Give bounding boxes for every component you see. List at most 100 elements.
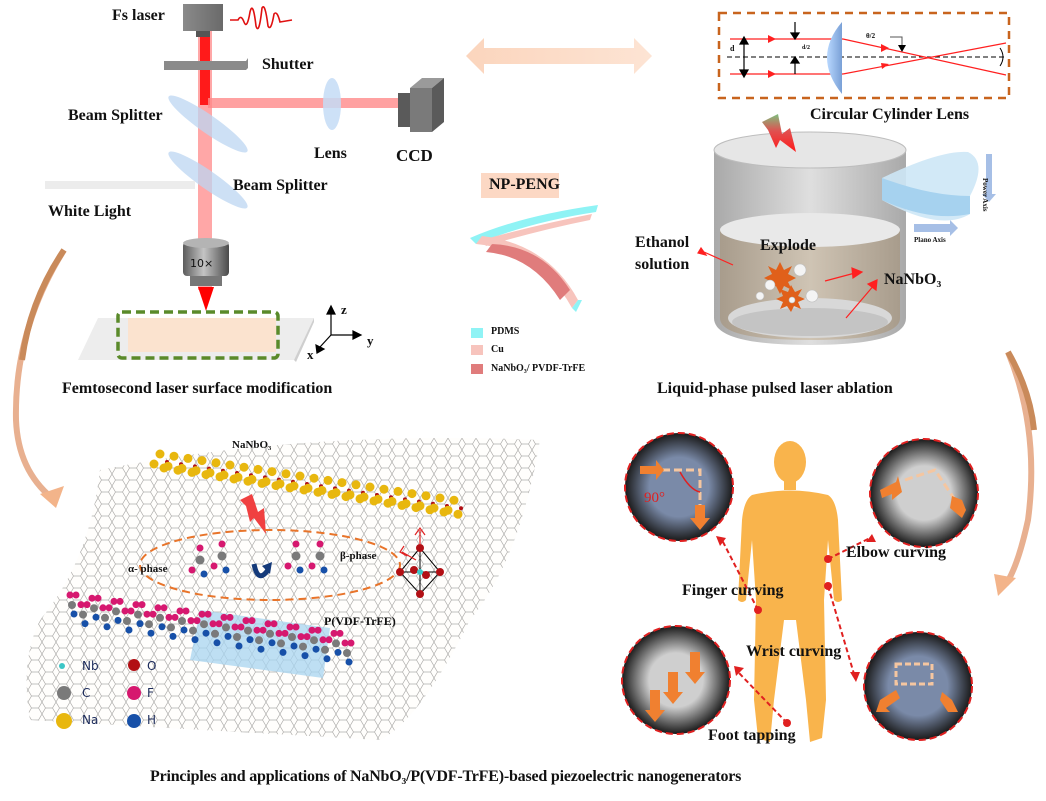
- f-atom: [220, 613, 228, 621]
- f-atom: [83, 601, 91, 609]
- laser-bolt: [762, 114, 796, 152]
- c-atom: [222, 623, 230, 632]
- na-atom: [317, 485, 327, 495]
- h-atom: [345, 658, 353, 666]
- c-atom: [299, 642, 307, 651]
- c-atom: [145, 620, 153, 629]
- label-pvdf: P(VDF-TrFE): [324, 614, 396, 628]
- c-atom: [315, 551, 325, 561]
- na-atom: [281, 469, 291, 479]
- f-atom: [237, 623, 245, 631]
- np-peng-badge: [481, 173, 559, 198]
- label-elbow-curving: Elbow curving: [846, 544, 947, 561]
- na-atom: [205, 468, 215, 478]
- na-atom: [303, 483, 313, 493]
- c-atom: [101, 613, 109, 622]
- na-atom: [401, 499, 411, 509]
- f-atom: [284, 562, 292, 570]
- phase-transition-ellipse: [139, 529, 401, 601]
- f-atom: [187, 617, 195, 625]
- f-atom: [231, 623, 239, 631]
- laser-bolt-small: [240, 494, 266, 534]
- h-atom: [169, 632, 177, 640]
- f-atom: [160, 604, 168, 612]
- caption-femtosecond: Femtosecond laser surface modification: [62, 380, 333, 397]
- photo-wrist: [863, 631, 973, 741]
- axis-label-y: y: [367, 333, 374, 348]
- c-atom: [321, 645, 329, 654]
- na-atom: [163, 461, 173, 471]
- na-atom: [183, 453, 193, 463]
- f-atom: [286, 623, 294, 631]
- h-atom: [257, 645, 265, 653]
- fs-laser-box: [183, 4, 223, 31]
- human-body-silhouette: [738, 441, 842, 742]
- f-atom: [99, 604, 107, 612]
- legend-label-nb: Nb: [82, 659, 99, 673]
- legend-label-h: H: [147, 713, 157, 727]
- h-atom: [191, 636, 199, 644]
- xyz-axes: [315, 304, 363, 354]
- cylinder-lens: [827, 22, 842, 94]
- np-peng-device: [470, 205, 598, 312]
- label-d: d: [730, 44, 735, 53]
- na-atom: [453, 509, 463, 519]
- legend-label-nanbo3: NaNbO₃/ PVDF-TrFE: [491, 363, 586, 374]
- h-atom: [114, 616, 122, 624]
- power-axis-arrow: [982, 154, 996, 202]
- cylinder-lens-frame: [717, 11, 1011, 100]
- f-atom: [138, 601, 146, 609]
- nanbo3-crystal-chain: [149, 449, 463, 519]
- na-atom: [225, 460, 235, 470]
- beam-splitter-2: [168, 151, 248, 209]
- na-atom: [197, 456, 207, 466]
- f-atom: [143, 610, 151, 618]
- label-white-light: White Light: [48, 203, 132, 220]
- c-atom: [167, 623, 175, 632]
- label-explode: Explode: [760, 237, 817, 254]
- beam-splitter-1: [168, 95, 248, 153]
- label-theta-half: θ/2: [866, 32, 876, 40]
- label-solution: solution: [635, 256, 690, 273]
- h-atom: [224, 632, 232, 640]
- f-atom: [314, 626, 322, 634]
- na-atom: [211, 458, 221, 468]
- f-atom: [330, 629, 338, 637]
- f-atom: [303, 633, 311, 641]
- c-atom: [68, 601, 76, 609]
- f-atom: [88, 594, 96, 602]
- c-atom: [310, 636, 318, 645]
- f-atom: [176, 607, 184, 615]
- f-atom: [336, 629, 344, 637]
- legend-label-na: Na: [82, 713, 99, 727]
- legend-swatch-cu: [471, 345, 483, 355]
- na-atom: [345, 490, 355, 500]
- c-atom: [123, 617, 131, 625]
- f-atom: [292, 540, 300, 548]
- liquid-surface: [720, 213, 900, 247]
- graphene-sheet: [26, 438, 540, 740]
- c-atom: [195, 555, 205, 565]
- h-atom: [213, 639, 221, 647]
- f-atom: [292, 623, 300, 631]
- na-atom: [267, 467, 277, 477]
- f-atom: [226, 613, 234, 621]
- photo-elbow: [869, 438, 979, 548]
- h-atom: [222, 566, 230, 574]
- f-atom: [308, 626, 316, 634]
- c-atom: [90, 604, 98, 613]
- f-atom: [347, 639, 355, 647]
- na-atom: [415, 501, 425, 511]
- f-atom: [193, 617, 201, 625]
- f-atom: [218, 540, 226, 548]
- legend-dot-h: [127, 714, 141, 728]
- legend-dot-c: [57, 686, 71, 700]
- np-peng-title: NP-PENG: [489, 176, 561, 193]
- caption-lpla: Liquid-phase pulsed laser ablation: [657, 380, 893, 397]
- na-atom: [443, 505, 453, 515]
- f-atom: [319, 636, 327, 644]
- f-atom: [297, 633, 305, 641]
- label-shutter: Shutter: [262, 56, 314, 73]
- na-atom: [421, 491, 431, 501]
